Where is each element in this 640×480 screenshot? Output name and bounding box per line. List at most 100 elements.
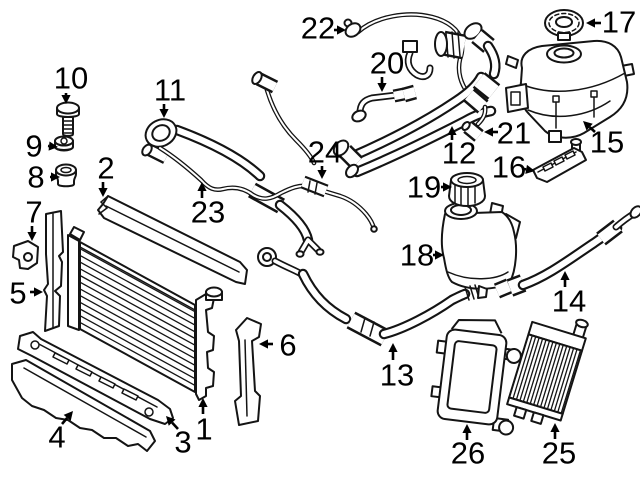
- aux-radiator-fins: [512, 335, 582, 414]
- callout-label: 22: [301, 11, 335, 46]
- part-nut: [54, 135, 74, 152]
- callout-8-grommet[interactable]: 8: [27, 160, 60, 195]
- callout-17-tank-cap[interactable]: 17: [586, 5, 636, 40]
- callout-label: 5: [9, 276, 26, 311]
- callout-3-lower-crossmember[interactable]: 3: [166, 416, 192, 460]
- callout-label: 17: [602, 5, 636, 40]
- callout-label: 4: [48, 420, 65, 455]
- callout-15-expansion-tank[interactable]: 15: [583, 121, 624, 160]
- part-grommet: [55, 163, 77, 188]
- callout-26-radiator-mounting-frame[interactable]: 26: [451, 424, 485, 471]
- radiator-filler-neck: [205, 286, 223, 298]
- part-bolt: [56, 101, 80, 137]
- part-lower-crossmember: [17, 331, 174, 425]
- callout-label: 26: [451, 436, 485, 471]
- callout-label: 20: [370, 46, 404, 81]
- callout-arrow-head: [550, 423, 560, 432]
- part-mount-bracket: [12, 240, 39, 270]
- part-branch-hose: [251, 71, 317, 166]
- callout-9-nut[interactable]: 9: [25, 129, 58, 164]
- callout-23-vent-line[interactable]: 23: [191, 182, 225, 230]
- threaded-tip: [477, 285, 488, 299]
- callout-arrow-head: [447, 126, 457, 135]
- callout-5-left-side-support[interactable]: 5: [9, 276, 43, 311]
- callout-arrow-head: [198, 398, 208, 407]
- callout-arrow-head: [159, 109, 169, 118]
- callout-4-lower-beam[interactable]: 4: [48, 411, 73, 455]
- callout-1-radiator[interactable]: 1: [195, 398, 213, 447]
- callout-arrow-head: [61, 95, 71, 104]
- callout-arrow-head: [63, 411, 73, 421]
- callout-arrow-head: [337, 25, 346, 35]
- part-tank-bracket: [532, 138, 587, 183]
- callout-arrow-head: [98, 188, 108, 197]
- callout-18-coolant-reservoir[interactable]: 18: [400, 238, 444, 273]
- callout-arrow-head: [48, 141, 58, 151]
- callout-21-sensor[interactable]: 21: [484, 116, 531, 151]
- callout-label: 2: [97, 151, 114, 186]
- callout-arrow-head: [586, 18, 595, 28]
- callout-arrow-head: [166, 416, 176, 426]
- part-coolant-reservoir: [440, 202, 521, 290]
- part-right-side-support: [234, 317, 262, 426]
- callout-arrow-head: [560, 271, 570, 280]
- part-radiator: [67, 226, 223, 401]
- callout-25-auxiliary-radiator[interactable]: 25: [542, 423, 576, 471]
- callout-label: 24: [308, 135, 342, 170]
- radiator-core-fins: [79, 248, 196, 386]
- callout-label: 19: [407, 170, 441, 205]
- callout-arrow-head: [259, 339, 268, 349]
- callout-arrow-head: [443, 182, 452, 192]
- part-left-side-support: [43, 210, 64, 332]
- part-vent-hose: [493, 205, 640, 299]
- callout-arrow-head: [388, 343, 398, 352]
- callout-label: 21: [497, 116, 531, 151]
- callout-6-right-side-support[interactable]: 6: [259, 328, 297, 363]
- callout-arrow-head: [197, 182, 207, 191]
- part-trim-strip: [97, 195, 248, 285]
- callout-label: 9: [25, 129, 42, 164]
- part-connector-hose: [351, 84, 417, 123]
- callout-10-bolt[interactable]: 10: [54, 61, 88, 105]
- callout-label: 16: [492, 150, 526, 185]
- callout-24-line-fitting[interactable]: 24: [308, 135, 342, 180]
- callout-20-connector-hose[interactable]: 20: [370, 46, 404, 93]
- part-vent-line: [157, 145, 378, 233]
- callout-label: 8: [27, 160, 44, 195]
- callout-14-vent-hose[interactable]: 14: [552, 271, 586, 319]
- callout-arrow-line: [588, 126, 596, 133]
- part-radiator-mounting-frame: [430, 318, 522, 436]
- callout-arrow-head: [27, 232, 37, 241]
- part-line-fitting: [300, 175, 329, 198]
- callout-arrow-head: [435, 250, 444, 260]
- callout-arrow-head: [34, 287, 43, 297]
- part-s-hose: [402, 40, 434, 81]
- callout-19-reservoir-cap[interactable]: 19: [407, 170, 452, 205]
- callout-label: 15: [590, 125, 624, 160]
- callout-arrow-head: [377, 83, 387, 92]
- callout-7-mount-bracket[interactable]: 7: [25, 195, 43, 242]
- callout-arrow-head: [51, 172, 60, 182]
- callout-label: 14: [552, 284, 586, 319]
- callout-11-upper-radiator-hose[interactable]: 11: [154, 73, 186, 119]
- callout-label: 23: [191, 195, 225, 230]
- part-auxiliary-radiator: [506, 318, 589, 425]
- callout-2-trim-strip[interactable]: 2: [97, 151, 115, 198]
- callout-arrow-head: [525, 164, 535, 174]
- part-sensor: [461, 104, 488, 142]
- callout-label: 25: [542, 436, 576, 471]
- callout-label: 12: [442, 136, 476, 171]
- callout-label: 6: [279, 328, 296, 363]
- callout-13-lower-radiator-hose[interactable]: 13: [380, 343, 414, 393]
- callout-label: 13: [380, 358, 414, 393]
- callout-arrow-line: [171, 421, 179, 430]
- callout-12-coolant-hose[interactable]: 12: [442, 126, 476, 171]
- callout-22-vent-pipe-fitting[interactable]: 22: [301, 11, 346, 46]
- part-reservoir-cap: [448, 172, 486, 207]
- callout-16-tank-bracket[interactable]: 16: [492, 150, 535, 185]
- callout-label: 3: [174, 425, 191, 460]
- part-expansion-tank: [505, 39, 635, 143]
- callout-arrow-line: [61, 417, 69, 425]
